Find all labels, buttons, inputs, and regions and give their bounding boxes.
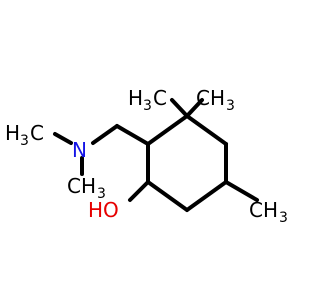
bond-c5-c6 (185, 180, 228, 212)
methyl-top-left-c: C (153, 86, 167, 110)
bond-c3-methyl-left (170, 98, 189, 118)
methyl-left-h: H (5, 121, 20, 145)
bond-c3-methyl-right (185, 98, 204, 118)
bond-c6-c1 (146, 180, 189, 212)
bonds (53, 98, 259, 212)
methyl-top-right-ch: CH (196, 86, 225, 110)
methyl-top-left-h: H (128, 86, 143, 110)
bond-ch2-nitrogen (91, 124, 119, 145)
methyl-right-subscript: 3 (279, 210, 288, 226)
bond-nitrogen-methyl-left (53, 132, 73, 145)
methyl-top-right-subscript: 3 (226, 98, 235, 114)
hydroxyl-group: HO (88, 198, 119, 222)
bond-c1-oxygen (128, 180, 150, 202)
bond-c2-c3 (146, 114, 189, 146)
methyl-n-lower-ch: CH (67, 174, 96, 198)
bond-c5-methyl (224, 180, 259, 202)
molecule-diagram: H 3 C CH 3 H 3 C N CH 3 HO CH 3 (5, 86, 288, 226)
bond-c2-ch2 (115, 124, 150, 146)
methyl-right-ch: CH (249, 198, 278, 222)
methyl-left-c: C (30, 121, 44, 145)
structure-canvas: H 3 C CH 3 H 3 C N CH 3 HO CH 3 (5, 86, 288, 226)
methyl-n-lower-subscript: 3 (97, 186, 106, 202)
methyl-left-subscript: 3 (20, 133, 29, 149)
bond-c3-c4 (185, 114, 228, 146)
nitrogen-atom: N (72, 138, 87, 162)
methyl-top-left-subscript: 3 (143, 98, 152, 114)
atom-labels: H 3 C CH 3 H 3 C N CH 3 HO CH 3 (5, 86, 288, 226)
